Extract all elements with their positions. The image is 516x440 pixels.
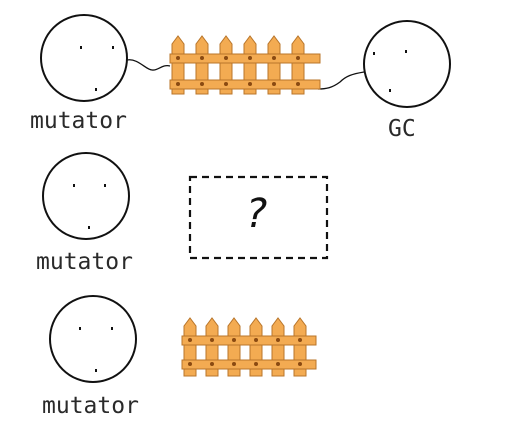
mutator-label-row2: mutator: [36, 249, 133, 275]
mutator-face-row3: [49, 295, 137, 383]
mutator-label-row3: mutator: [42, 393, 139, 419]
gc-face: [363, 20, 451, 108]
gc-label: GC: [388, 116, 416, 142]
fence-row3: [181, 317, 317, 377]
rope-right: [317, 71, 365, 90]
mutator-label-row1: mutator: [30, 108, 127, 134]
mutator-face-row1: [40, 14, 128, 102]
fence-row1: [169, 35, 321, 95]
question-mark: ?: [246, 191, 268, 237]
mutator-face-row2: [42, 152, 130, 240]
rope-left: [126, 59, 171, 71]
